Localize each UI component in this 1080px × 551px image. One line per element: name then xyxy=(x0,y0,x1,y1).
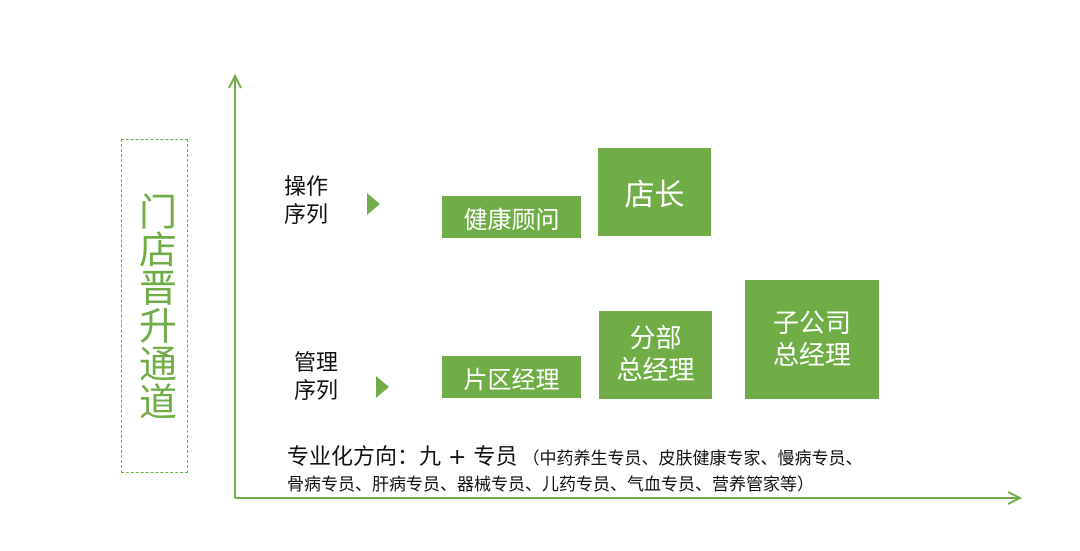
step-area-manager-label: 片区经理 xyxy=(463,365,560,394)
step-subsidiary-gm-line1: 子公司 xyxy=(772,308,851,339)
operation-label-line2: 序列 xyxy=(284,203,329,228)
specialization-note: 专业化方向：九 + 专员 （中药养生专员、皮肤健康专家、慢病专员、 骨病专员、肝… xyxy=(287,444,987,497)
step-branch-gm: 分部 总经理 xyxy=(599,311,712,399)
step-branch-gm-line2: 总经理 xyxy=(616,356,695,386)
management-label-line2: 序列 xyxy=(294,379,339,404)
step-health-advisor: 健康顾问 xyxy=(442,196,581,238)
step-subsidiary-gm-line2: 总经理 xyxy=(772,340,851,371)
specialization-title: 专业化方向：九 + 专员 xyxy=(287,445,518,470)
step-health-advisor-label: 健康顾问 xyxy=(463,205,560,234)
diagram-title: 门店晋升通道 xyxy=(132,192,177,420)
x-axis-arrowhead xyxy=(1007,491,1023,505)
specialization-detail-line1: （中药养生专员、皮肤健康专家、慢病专员、 xyxy=(522,449,863,469)
operation-label-line1: 操作 xyxy=(284,175,329,200)
step-store-manager-label: 店长 xyxy=(624,178,685,213)
specialization-detail-line2: 骨病专员、肝病专员、器械专员、儿药专员、气血专员、营养管家等） xyxy=(287,475,814,495)
step-store-manager: 店长 xyxy=(598,148,711,236)
step-area-manager: 片区经理 xyxy=(442,356,581,398)
management-label-line1: 管理 xyxy=(294,351,339,376)
step-subsidiary-gm: 子公司 总经理 xyxy=(745,280,879,399)
operation-sequence-label: 操作 序列 xyxy=(284,174,328,230)
management-sequence-label: 管理 序列 xyxy=(294,350,338,406)
step-branch-gm-line1: 分部 xyxy=(629,324,682,354)
y-axis-arrowhead xyxy=(228,73,242,89)
operation-arrow-icon xyxy=(367,193,380,215)
title-frame xyxy=(121,139,188,473)
management-arrow-icon xyxy=(376,376,389,398)
